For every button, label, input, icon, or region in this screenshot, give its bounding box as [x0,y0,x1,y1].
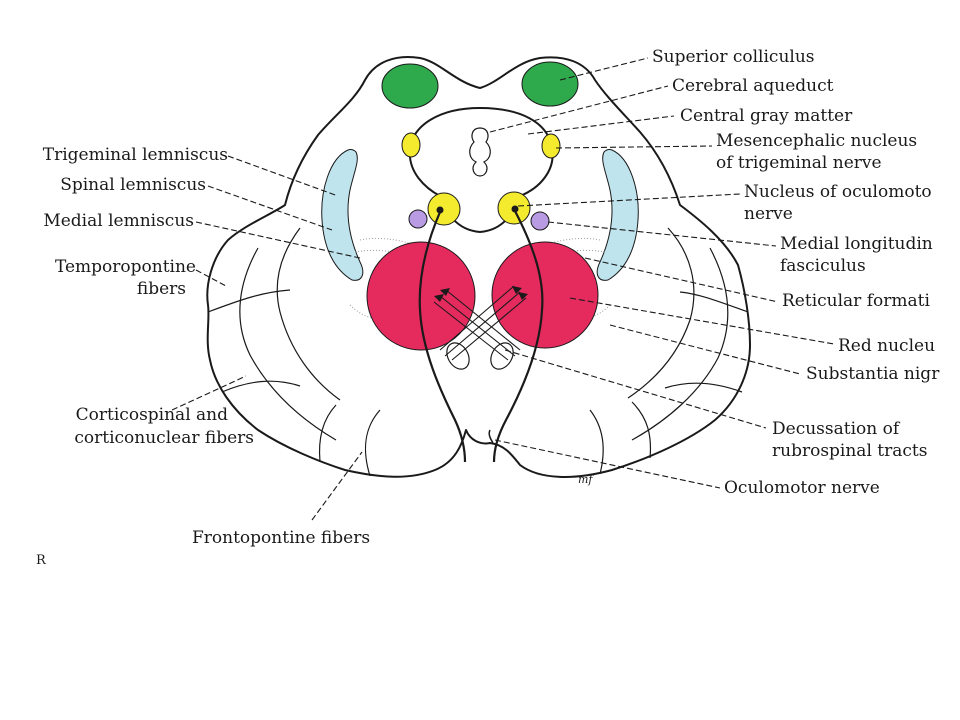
label-reticular-formation: Reticular formati [782,291,930,311]
crus-boundary-left [239,247,337,441]
crus-fan-left-1 [318,404,337,463]
crus-fan-right-1 [631,401,652,459]
corner-mark: R [36,553,47,568]
leader-decussation [504,349,767,429]
crus-groove-left [207,289,291,313]
label-corticospinal-2: corticonuclear fibers [74,428,254,448]
label-mesencephalic-1: Mesencephalic nucleus [716,131,917,151]
label-frontopontine: Frontopontine fibers [192,528,370,548]
leader-trigeminal-lemniscus [227,155,339,197]
label-mlf-1: Medial longitudin [780,234,933,254]
crus-fan-left-2 [364,409,381,477]
superior-colliculus-right [521,61,579,107]
leader-mlf [547,221,777,247]
label-substantia-nigra: Substantia nigr [806,364,940,384]
crus-groove-right [679,291,749,313]
leader-superior-colliculus [559,57,649,81]
red-nucleus-left [366,241,476,351]
substantia-nigra-oval-right [490,342,514,370]
label-oculomotor-nerve: Oculomotor nerve [724,478,880,498]
mlf-left [408,209,428,229]
crus-fan-right-2 [589,409,604,475]
label-corticospinal-1: Corticospinal and [76,405,228,425]
label-mesencephalic-2: of trigeminal nerve [716,153,882,173]
leader-oculomotor-nerve [494,439,721,489]
label-oculomotor-nucleus-2: nerve [744,204,793,224]
lemniscus-left [321,149,364,281]
midbrain-outline [206,56,751,478]
reticular-formation-left [349,237,421,319]
tegmentum-boundary-left [276,227,341,401]
mesencephalic-nucleus-left [401,132,421,158]
oculomotor-nucleus-dot-left [436,206,444,214]
label-temporopontine-1: Temporopontine [55,257,196,277]
leader-cerebral-aqueduct [489,85,669,133]
crus-fold-right [664,382,743,393]
red-nucleus-right [491,241,599,349]
mlf-right [530,211,550,231]
oculomotor-nucleus-dot-right [511,205,519,213]
superior-colliculus-left [381,63,439,109]
mesencephalic-nucleus-right [541,133,561,159]
leader-corticospinal [171,375,247,411]
label-decussation-2: rubrospinal tracts [772,441,927,461]
label-mlf-2: fasciculus [780,256,866,276]
label-oculomotor-nucleus-1: Nucleus of oculomoto [744,182,932,202]
leader-substantia-nigra [609,324,801,375]
oculomotor-nerve-fiber-left [418,211,467,463]
label-superior-colliculus: Superior colliculus [652,47,815,67]
label-cerebral-aqueduct: Cerebral aqueduct [672,76,834,96]
label-spinal-lemniscus: Spinal lemniscus [60,175,206,195]
leader-mesencephalic [555,145,713,149]
oculomotor-nerve-fiber-right [492,210,544,463]
leader-spinal-lemniscus [207,185,333,231]
lemniscus-right [596,149,639,281]
leader-oculomotor-nucleus [517,193,741,207]
crus-fold-left [221,380,301,393]
leader-central-gray-matter [527,115,675,135]
oculomotor-nucleus-left [427,192,461,226]
substantia-nigra-oval-left [446,342,470,370]
leader-reticular-formation [584,257,779,303]
rubrospinal-arrowheads [434,286,528,302]
leader-temporopontine [195,269,227,287]
leader-medial-lemniscus [195,221,361,259]
cerebral-aqueduct [469,127,491,177]
label-red-nucleus: Red nucleu [838,336,935,356]
label-medial-lemniscus: Medial lemniscus [43,211,194,231]
label-trigeminal-lemniscus: Trigeminal lemniscus [43,145,228,165]
illustrator-signature: mf [578,473,594,486]
label-central-gray-matter: Central gray matter [680,106,853,126]
tegmentum-boundary-right [627,227,695,399]
oculomotor-nerve-exit [488,429,494,444]
leader-frontopontine [311,451,363,521]
rubrospinal-decussation [433,285,527,361]
label-temporopontine-2: fibers [137,279,186,299]
crus-boundary-right [631,247,729,441]
label-decussation-1: Decussation of [772,419,901,439]
